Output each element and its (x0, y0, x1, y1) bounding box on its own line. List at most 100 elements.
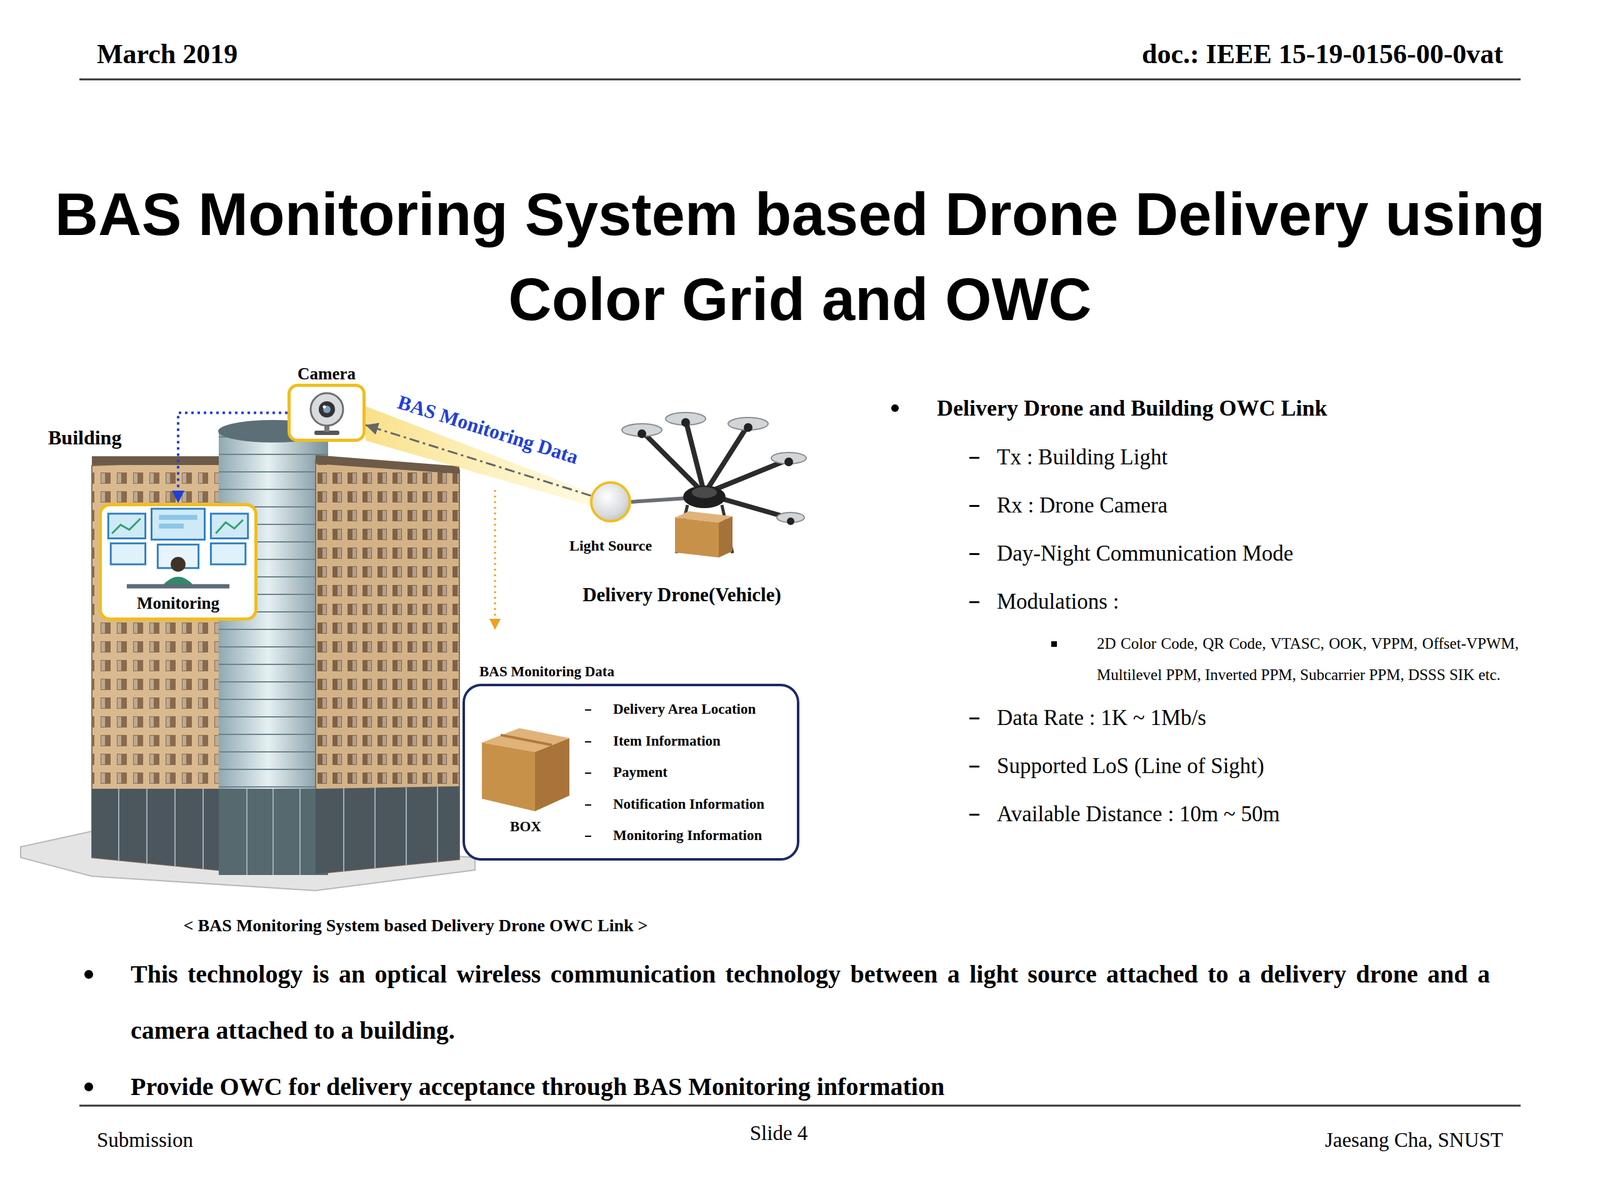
footer-left: Submission (96, 1126, 194, 1154)
illustration-part (784, 457, 794, 467)
list-item: Provide OWC for delivery acceptance thro… (79, 1058, 1490, 1115)
illustration-part (683, 485, 726, 509)
illustration-part (246, 788, 248, 875)
summary-bullet: This technology is an optical wireless c… (130, 946, 1490, 1059)
glass-tower (218, 431, 329, 875)
illustration-part (681, 418, 690, 427)
left-storefront (91, 788, 235, 872)
illustration-part (637, 429, 647, 439)
illustration-part (126, 584, 230, 589)
list-dash (585, 709, 592, 711)
bullet-mark (1051, 641, 1057, 647)
list-dash (585, 772, 592, 774)
illustration-part (158, 515, 197, 520)
illustration-part (151, 508, 205, 540)
panel-item: Notification Information (613, 793, 765, 815)
list-item: Data Rate : 1K ~ 1Mb/s (887, 693, 1519, 742)
illustration-part (290, 386, 363, 439)
list-item: Rx : Drone Camera (887, 481, 1519, 530)
list-dash (969, 601, 980, 604)
spec-item: Data Rate : 1K ~ 1Mb/s (996, 693, 1519, 742)
data-arrow (494, 490, 497, 630)
spec-item: Rx : Drone Camera (996, 481, 1519, 530)
data-panel: BAS Monitoring DataDelivery Area Locatio… (462, 683, 800, 861)
panel-item: Monitoring Information (613, 825, 762, 847)
list-item: Tx : Building Light (887, 433, 1519, 482)
camera-box: Camera (287, 383, 366, 442)
illustration-part (299, 788, 301, 875)
light-source: Light Source (590, 481, 632, 523)
node-picture (290, 386, 363, 439)
box-label: BOX (475, 817, 576, 837)
illustration-part (405, 787, 407, 865)
list-item: 2D Color Code, QR Code, VTASC, OOK, VPPM… (887, 628, 1519, 691)
illustration-part (215, 520, 244, 534)
list-dash (969, 765, 980, 768)
illustration-part (481, 728, 570, 752)
panel-item: Payment (613, 761, 668, 784)
spec-item: Available Distance : 10m ~ 50m (996, 790, 1519, 839)
illustration-part (675, 511, 733, 523)
list-item: Delivery Drone and Building OWC Link (887, 383, 1519, 434)
bullet-heading: Delivery Drone and Building OWC Link (936, 383, 1519, 434)
modulation-list: 2D Color Code, QR Code, VTASC, OOK, VPPM… (1096, 628, 1519, 691)
drone-label: Delivery Drone(Vehicle) (525, 582, 839, 608)
illustration-part (162, 576, 194, 586)
list-dash (969, 813, 980, 816)
list-item: Modulations : (887, 577, 1519, 626)
figure-caption: < BAS Monitoring System based Delivery D… (103, 913, 729, 939)
list-dash (969, 717, 980, 720)
drone-drawing (621, 412, 807, 558)
light-source-label: Light Source (569, 536, 652, 555)
illustration-part (323, 405, 327, 409)
list-item: This technology is an optical wireless c… (79, 946, 1490, 1059)
right-wing (315, 459, 460, 874)
left-roof (91, 456, 235, 465)
box-item: BOX (475, 714, 576, 837)
monitoring-label: Monitoring (101, 592, 255, 614)
monitoring-box: Monitoring (98, 503, 258, 621)
illustration-part (272, 788, 274, 875)
illustration-part (210, 543, 245, 565)
mullions (118, 786, 438, 875)
illustration-part (170, 556, 186, 572)
illustration-part (310, 393, 344, 426)
illustration-part (318, 401, 335, 418)
illustration-part (786, 517, 795, 525)
spec-item: Supported LoS (Line of Sight) (996, 741, 1519, 790)
right-storefront (315, 786, 460, 874)
list-dash (585, 804, 592, 806)
list-item: Supported LoS (Line of Sight) (887, 741, 1519, 790)
doc-number: doc.: IEEE 15-19-0156-00-0vat (1141, 38, 1504, 71)
illustration-part (146, 788, 148, 865)
tower-storefront (218, 788, 329, 875)
glass-lines (218, 431, 329, 875)
illustration-part (323, 405, 331, 414)
building-label: Building (48, 425, 122, 450)
spec-list: Delivery Drone and Building OWC LinkTx :… (887, 383, 1519, 839)
list-item: Available Distance : 10m ~ 50m (887, 790, 1519, 839)
bullet-dot (84, 970, 94, 979)
spec-item: Day-Night Communication Mode (996, 529, 1519, 578)
spec-item: Tx : Building Light (996, 433, 1519, 482)
camera-label: Camera (297, 363, 356, 385)
illustration-part (637, 418, 795, 525)
slide-title: BAS Monitoring System based Drone Delive… (18, 171, 1582, 342)
illustration-part (108, 513, 145, 539)
illustration-part (500, 735, 552, 745)
summary-bullet: Provide OWC for delivery acceptance thro… (130, 1058, 1490, 1115)
list-dash (585, 835, 592, 837)
panel-heading: BAS Monitoring Data (479, 662, 615, 682)
date-header: March 2019 (96, 38, 238, 71)
footer-author: Jaesang Cha, SNUST (1325, 1126, 1504, 1154)
illustration-part (743, 423, 753, 432)
node-picture (475, 714, 576, 837)
list-item: Day-Night Communication Mode (887, 529, 1519, 578)
connector (178, 413, 288, 504)
illustration-part (174, 788, 176, 867)
list-dash (969, 553, 980, 555)
illustration-part (210, 513, 248, 539)
illustration-part (158, 523, 184, 529)
illustration-part (202, 788, 204, 870)
